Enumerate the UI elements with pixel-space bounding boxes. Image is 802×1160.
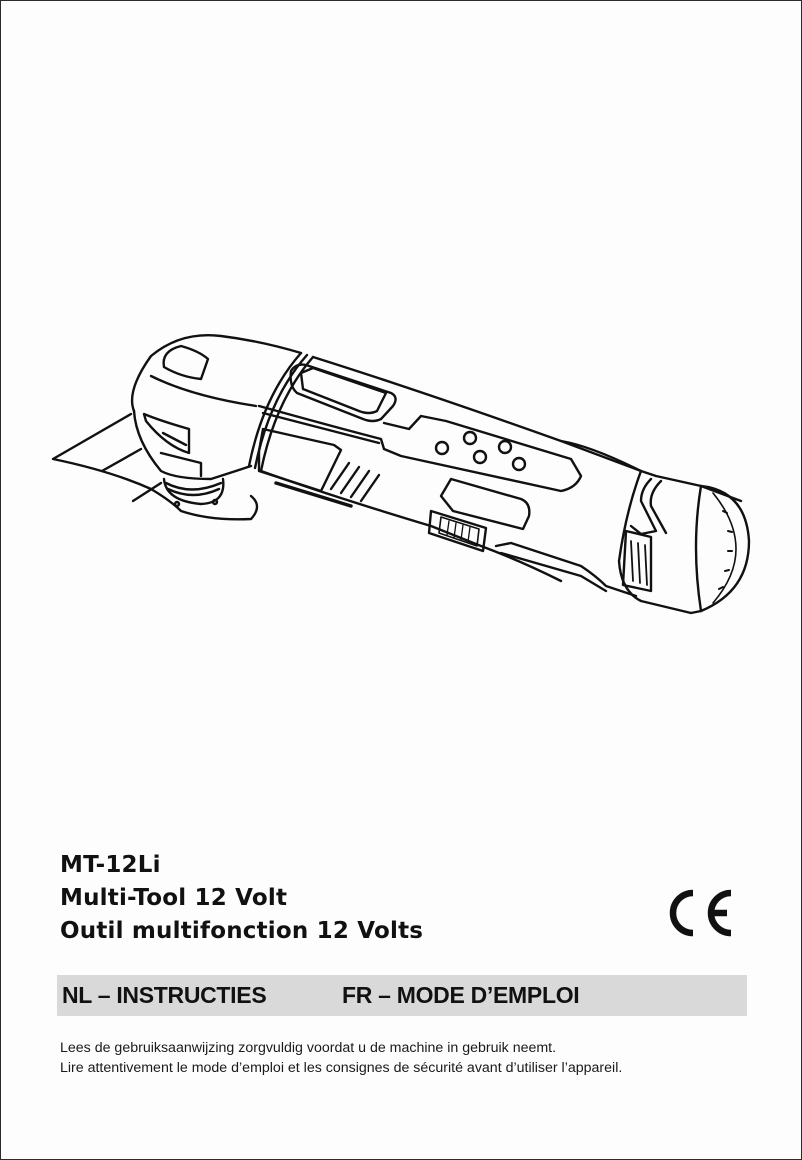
product-titles: MT-12Li Multi-Tool 12 Volt Outil multifo… xyxy=(60,849,423,948)
notice-fr: Lire attentivement le mode d’emploi et l… xyxy=(60,1060,623,1076)
ce-mark-icon xyxy=(663,887,735,939)
model-number: MT-12Li xyxy=(60,852,161,878)
language-band: NL – INSTRUCTIES FR – MODE D’EMPLOI xyxy=(57,975,747,1016)
notice-nl: Lees de gebruiksaanwijzing zorgvuldig vo… xyxy=(60,1040,557,1056)
product-name-fr: Outil multifonction 12 Volts xyxy=(60,918,424,944)
multi-tool-illustration xyxy=(41,301,771,641)
nl-instructions-label: NL – INSTRUCTIES xyxy=(62,982,267,1008)
fr-instructions-label: FR – MODE D’EMPLOI xyxy=(342,982,580,1008)
reading-notice: Lees de gebruiksaanwijzing zorgvuldig vo… xyxy=(60,1038,622,1078)
product-name-nl: Multi-Tool 12 Volt xyxy=(60,885,288,911)
